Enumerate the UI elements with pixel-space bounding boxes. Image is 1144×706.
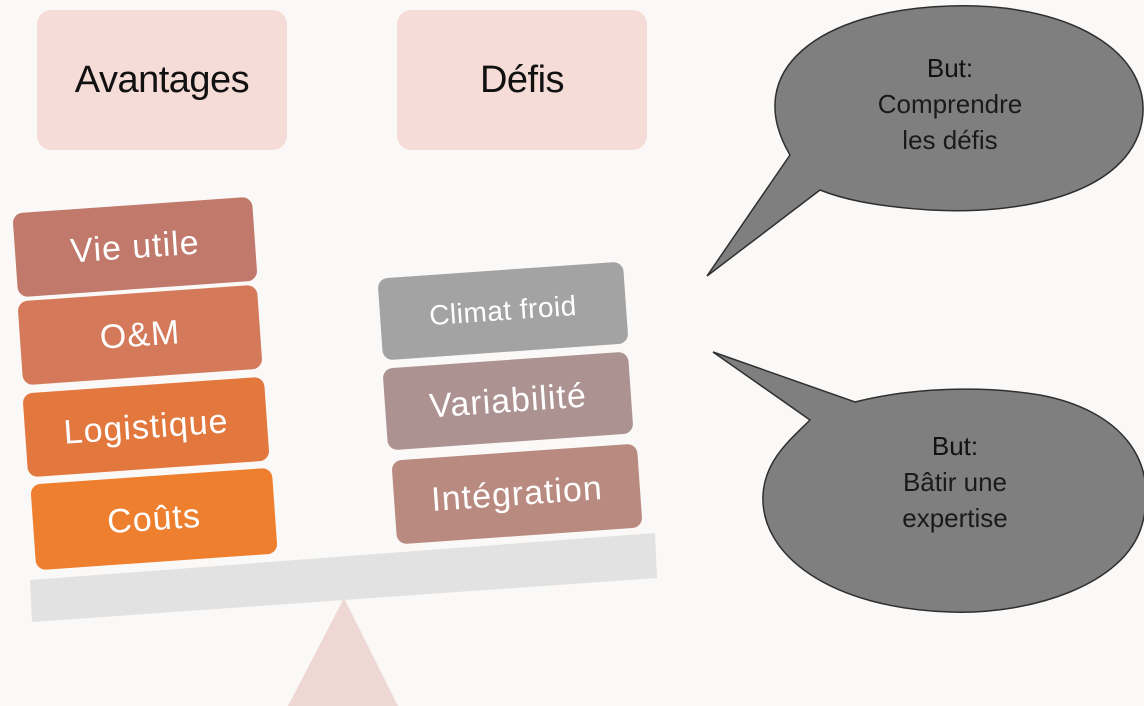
fulcrum-triangle bbox=[288, 598, 398, 706]
bubble-bottom-line2: expertise bbox=[902, 503, 1008, 533]
header-avantages-label: Avantages bbox=[74, 58, 250, 101]
block-variabilite-label: Variabilité bbox=[427, 376, 588, 425]
block-integration: Intégration bbox=[391, 443, 643, 545]
bubble-top-text: But: Comprendre les défis bbox=[850, 50, 1050, 158]
block-vie-utile: Vie utile bbox=[12, 196, 258, 298]
header-defis-label: Défis bbox=[479, 58, 565, 101]
block-climat-froid-label: Climat froid bbox=[428, 289, 578, 332]
block-om: O&M bbox=[17, 284, 263, 386]
bubble-bottom-line1: Bâtir une bbox=[902, 467, 1008, 497]
block-logistique-label: Logistique bbox=[62, 401, 230, 452]
speech-bubble-top bbox=[706, 5, 1144, 277]
header-avantages: Avantages bbox=[37, 10, 287, 150]
block-logistique: Logistique bbox=[22, 376, 270, 478]
bubble-top-line2: les défis bbox=[902, 125, 998, 155]
block-vie-utile-label: Vie utile bbox=[69, 223, 201, 270]
block-om-label: O&M bbox=[98, 312, 182, 357]
block-variabilite: Variabilité bbox=[382, 351, 634, 451]
speech-bubble-bottom bbox=[712, 351, 1144, 613]
block-couts: Coûts bbox=[30, 467, 278, 571]
header-defis: Défis bbox=[397, 10, 647, 150]
block-integration-label: Intégration bbox=[430, 468, 604, 519]
bubble-bottom-title: But: bbox=[931, 431, 979, 461]
bubble-top-line1: Comprendre bbox=[877, 89, 1023, 119]
block-climat-froid: Climat froid bbox=[377, 261, 629, 361]
balance-beam bbox=[30, 533, 657, 622]
bubble-bottom-text: But: Bâtir une expertise bbox=[855, 428, 1055, 536]
bubble-top-title: But: bbox=[926, 53, 974, 83]
block-couts-label: Coûts bbox=[105, 496, 203, 541]
